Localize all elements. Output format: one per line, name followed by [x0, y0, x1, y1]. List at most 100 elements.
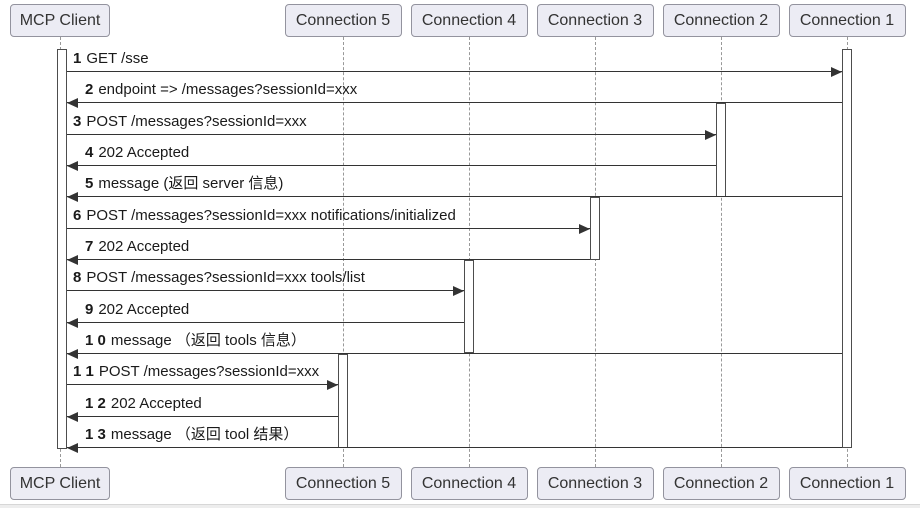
message-arrowhead-8	[453, 285, 464, 296]
participant-label: Connection 3	[547, 11, 643, 29]
message-number: 1 1	[73, 363, 94, 380]
participant-label: Connection 1	[799, 11, 895, 29]
participant-box-top-c4: Connection 4	[410, 4, 528, 37]
participant-label: MCP Client	[19, 474, 101, 492]
participant-box-bottom-c2: Connection 2	[662, 467, 780, 500]
participant-box-bottom-c4: Connection 4	[410, 467, 528, 500]
participant-label: Connection 5	[295, 11, 391, 29]
message-text: POST /messages?sessionId=xxx	[86, 113, 307, 130]
message-line-9	[67, 322, 464, 324]
activation-bar-c1	[842, 49, 852, 448]
message-text: endpoint => /messages?sessionId=xxx	[98, 81, 358, 98]
message-text: 202 Accepted	[98, 238, 190, 255]
participant-box-bottom-mcp: MCP Client	[10, 467, 110, 500]
message-arrowhead-10	[67, 348, 78, 359]
message-arrowhead-5	[67, 191, 78, 202]
message-line-7	[67, 259, 590, 261]
message-number: 1 3	[85, 426, 106, 443]
message-line-4	[67, 165, 716, 167]
page-bottom-strip	[0, 504, 920, 508]
message-arrowhead-1	[831, 66, 842, 77]
participant-label: Connection 2	[673, 11, 769, 29]
lifeline-c2	[720, 37, 722, 467]
message-line-10	[67, 353, 842, 355]
participant-label: MCP Client	[19, 11, 101, 29]
message-number: 1 0	[85, 332, 106, 349]
participant-box-top-mcp: MCP Client	[10, 4, 110, 37]
lifeline-c5	[342, 37, 344, 467]
message-arrowhead-11	[327, 379, 338, 390]
activation-bar-c4	[464, 260, 474, 353]
message-arrowhead-6	[579, 223, 590, 234]
message-number: 1 2	[85, 395, 106, 412]
participant-box-top-c3: Connection 3	[536, 4, 654, 37]
message-number: 9	[85, 301, 94, 318]
participant-box-bottom-c5: Connection 5	[284, 467, 402, 500]
message-arrowhead-3	[705, 129, 716, 140]
activation-bar-mcp	[57, 49, 67, 449]
message-text: POST /messages?sessionId=xxx notificatio…	[86, 207, 456, 224]
message-text: 202 Accepted	[98, 301, 190, 318]
message-line-13	[67, 447, 842, 449]
message-line-2	[67, 102, 842, 104]
message-line-12	[67, 416, 338, 418]
participant-label: Connection 4	[421, 474, 517, 492]
message-arrowhead-2	[67, 97, 78, 108]
message-arrowhead-13	[67, 442, 78, 453]
message-text: message （返回 tool 结果）	[110, 426, 299, 443]
message-text: POST /messages?sessionId=xxx	[98, 363, 320, 380]
message-text: 202 Accepted	[98, 144, 190, 161]
message-number: 3	[73, 113, 82, 130]
message-text: message （返回 tools 信息）	[110, 332, 306, 349]
message-number: 8	[73, 269, 82, 286]
message-number: 2	[85, 81, 94, 98]
message-number: 4	[85, 144, 94, 161]
message-number: 5	[85, 175, 94, 192]
message-number: 1	[73, 50, 82, 67]
message-line-11	[67, 384, 338, 386]
message-line-6	[67, 228, 590, 230]
message-arrowhead-4	[67, 160, 78, 171]
message-text: 202 Accepted	[110, 395, 202, 412]
participant-label: Connection 4	[421, 11, 517, 29]
participant-box-bottom-c1: Connection 1	[788, 467, 906, 500]
message-arrowhead-12	[67, 411, 78, 422]
participant-label: Connection 2	[673, 474, 769, 492]
message-text: GET /sse	[86, 50, 149, 67]
message-arrowhead-9	[67, 317, 78, 328]
participant-label: Connection 1	[799, 474, 895, 492]
message-number: 7	[85, 238, 94, 255]
participant-box-top-c2: Connection 2	[662, 4, 780, 37]
participant-box-top-c1: Connection 1	[788, 4, 906, 37]
message-number: 6	[73, 207, 82, 224]
message-line-8	[67, 290, 464, 292]
participant-box-top-c5: Connection 5	[284, 4, 402, 37]
participant-box-bottom-c3: Connection 3	[536, 467, 654, 500]
activation-bar-c3	[590, 197, 600, 260]
lifeline-c4	[468, 37, 470, 467]
message-text: message (返回 server 信息)	[98, 175, 284, 192]
message-line-5	[67, 196, 842, 198]
message-line-3	[67, 134, 716, 136]
participant-label: Connection 3	[547, 474, 643, 492]
message-text: POST /messages?sessionId=xxx tools/list	[86, 269, 365, 286]
message-line-1	[67, 71, 842, 73]
participant-label: Connection 5	[295, 474, 391, 492]
